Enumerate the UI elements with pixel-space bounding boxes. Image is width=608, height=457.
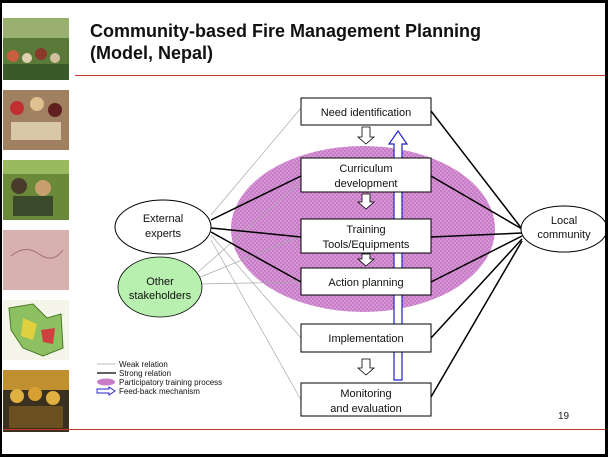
legend-participatory-label: Participatory training process <box>119 378 222 387</box>
title-line-1: Community-based Fire Management Planning <box>90 21 482 41</box>
photo-sketch-map <box>3 230 69 290</box>
title-line-2: (Model, Nepal) <box>90 43 214 63</box>
bottom-rule <box>3 429 605 430</box>
flow-arrow-2 <box>356 193 376 210</box>
photo-fire-crew <box>3 370 69 432</box>
svg-text:Curriculum: Curriculum <box>339 163 392 175</box>
svg-text:Training: Training <box>346 224 385 236</box>
svg-text:Monitoring: Monitoring <box>340 388 391 400</box>
weak-relation-lines <box>197 107 302 401</box>
node-other-stakeholders: Other stakeholders <box>117 256 203 318</box>
svg-text:community: community <box>537 229 591 241</box>
slide-title: Community-based Fire Management Planning… <box>90 20 590 64</box>
flow-arrow-1 <box>356 126 376 145</box>
svg-text:Tools/Equipments: Tools/Equipments <box>323 239 410 251</box>
node-local-community: Local community <box>520 205 608 253</box>
legend-feedback-swatch <box>96 386 116 396</box>
svg-text:External: External <box>143 213 183 225</box>
step-need-identification: Need identification <box>300 97 432 126</box>
svg-text:Implementation: Implementation <box>328 333 403 345</box>
svg-text:development: development <box>335 178 398 190</box>
svg-text:Action planning: Action planning <box>328 277 403 289</box>
svg-text:Need identification: Need identification <box>321 107 412 119</box>
photo-strip <box>3 18 69 432</box>
step-implementation: Implementation <box>300 323 432 353</box>
photo-forest-group <box>3 18 69 80</box>
photo-field-workers <box>3 160 69 220</box>
legend: Weak relation Strong relation Participat… <box>96 360 222 396</box>
step-monitoring-evaluation: Monitoring and evaluation <box>300 382 432 417</box>
svg-text:and evaluation: and evaluation <box>330 403 402 415</box>
strong-relation-lines <box>210 110 523 398</box>
legend-weak-label: Weak relation <box>119 360 168 369</box>
svg-text:Local: Local <box>551 215 577 227</box>
legend-strong-label: Strong relation <box>119 369 171 378</box>
photo-group-meeting <box>3 90 69 150</box>
flow-arrow-4 <box>356 358 376 376</box>
photo-district-map <box>3 300 69 360</box>
legend-participatory-swatch <box>97 378 115 386</box>
flow-arrows <box>356 126 376 376</box>
flow-arrow-3 <box>356 253 376 267</box>
svg-text:stakeholders: stakeholders <box>129 290 192 302</box>
svg-text:experts: experts <box>145 228 182 240</box>
step-curriculum-development: Curriculum development <box>300 157 432 193</box>
page-number: 19 <box>558 411 570 422</box>
node-external-experts: External experts <box>114 199 212 255</box>
svg-text:Other: Other <box>146 276 174 288</box>
title-rule <box>75 75 605 76</box>
step-action-planning: Action planning <box>300 267 432 296</box>
step-training-tools: Training Tools/Equipments <box>300 218 432 254</box>
legend-feedback-label: Feed-back mechanism <box>119 387 200 396</box>
